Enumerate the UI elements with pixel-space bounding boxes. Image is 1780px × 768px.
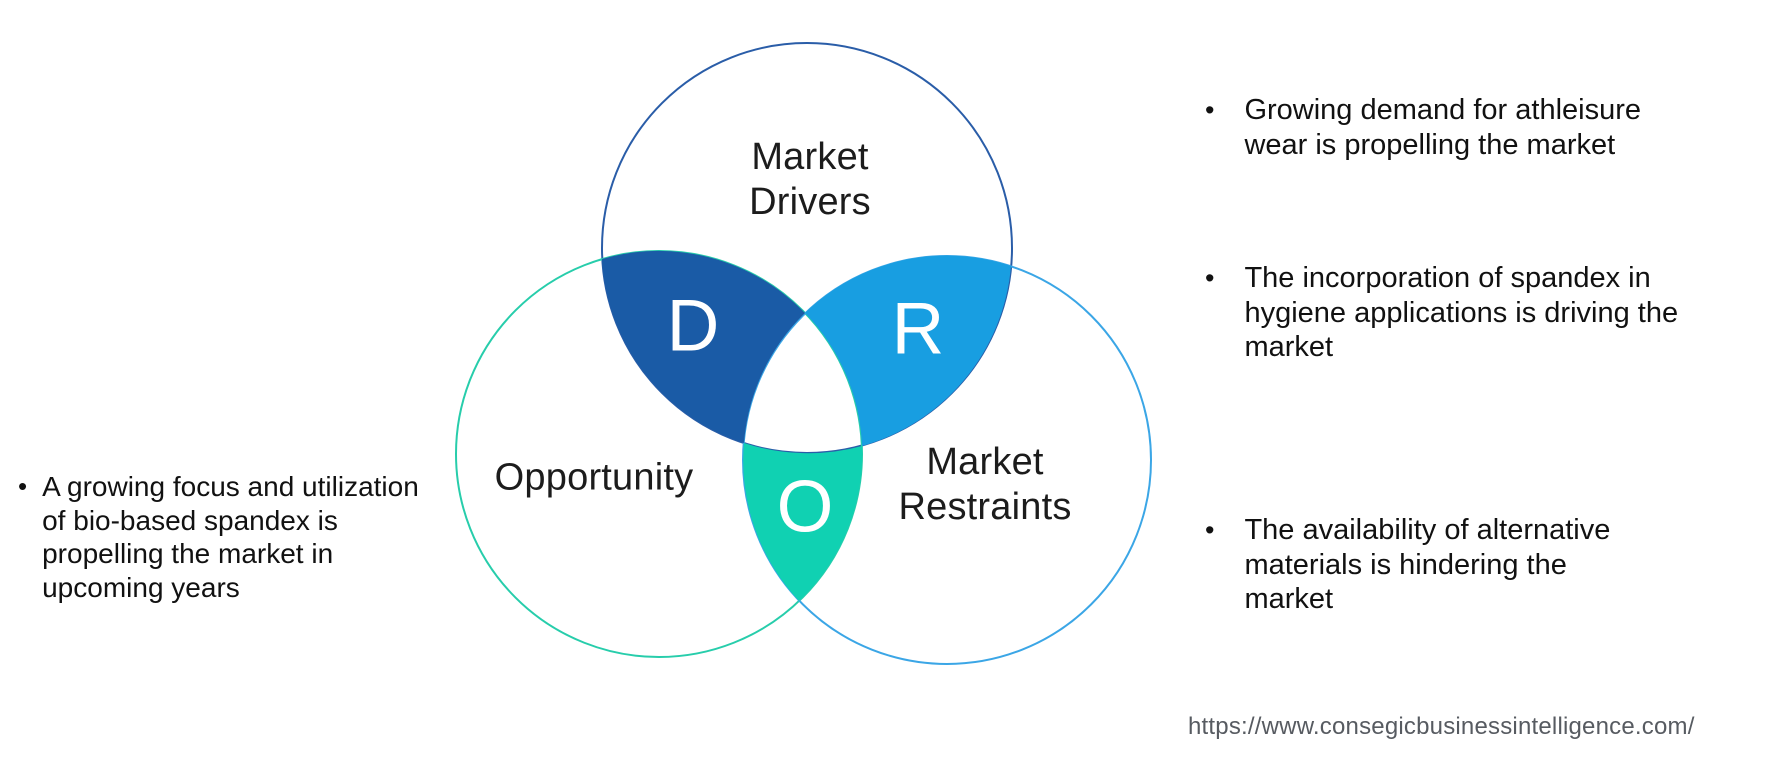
restraints-overlap-region [805,255,1011,446]
drivers-overlap-region [602,250,805,443]
market-drivers-circle [601,42,1013,454]
opportunity-bullet-text: A growing focus and utilization of bio-b… [42,471,419,603]
restraint-bullet-text: The availability of alternative material… [1244,514,1611,615]
opportunity-bullet: • A growing focus and utilization of bio… [18,470,478,604]
opportunity-overlap-region [743,443,863,601]
bullet-dot: • [1205,263,1215,293]
restraint-bullet: • The availability of alternative materi… [1205,513,1705,617]
market-drivers-label: Market Drivers [749,136,871,223]
opportunity-letter: O [776,466,834,548]
bullet-dot: • [1205,515,1215,545]
driver-bullet-1-text: Growing demand for athleisure wear is pr… [1244,94,1641,161]
drivers-letter: D [666,285,720,367]
driver-bullet-2-text: The incorporation of spandex in hygiene … [1244,262,1679,363]
source-url-link[interactable]: https://www.consegicbusinessintelligence… [1188,713,1695,740]
market-restraints-label: Market Restraints [898,441,1072,528]
driver-bullet-1: • Growing demand for athleisure wear is … [1205,93,1705,162]
opportunity-label: Opportunity [494,456,694,499]
bullet-dot: • [18,471,28,501]
bullet-dot: • [1205,95,1215,125]
driver-bullet-2: • The incorporation of spandex in hygien… [1205,261,1705,365]
restraints-letter: R [891,288,945,370]
